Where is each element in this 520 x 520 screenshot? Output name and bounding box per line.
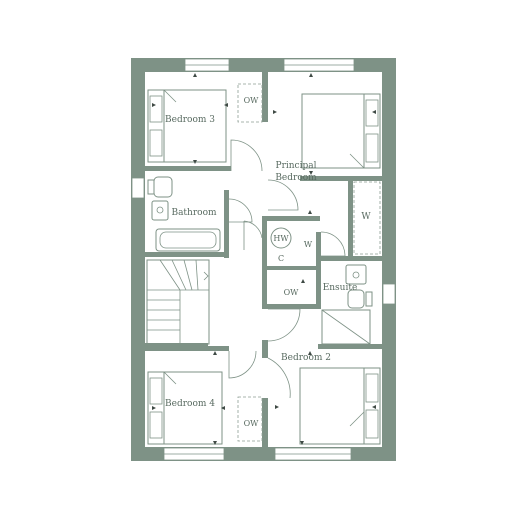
toilet-bathroom (153, 176, 173, 198)
basin-bathroom (151, 200, 169, 221)
toilet-ensuite (347, 289, 365, 309)
label-wardrobe-right: W (361, 212, 371, 222)
room-label-bedroom-2: Bedroom 2 (281, 353, 331, 363)
label-hw: HW (273, 234, 289, 243)
room-label-principal-line2: Bedroom (275, 173, 317, 183)
basin-ensuite (345, 264, 367, 285)
bed-bedroom-2 (299, 367, 381, 445)
ensuite-fixtures (321, 264, 373, 345)
bathroom-fixtures (147, 176, 221, 252)
shower (321, 309, 371, 345)
wardrobes (237, 83, 381, 442)
hot-water-cylinder (270, 227, 292, 249)
internal-walls (145, 72, 382, 447)
label-wardrobe-small: W (304, 240, 313, 249)
room-label-bedroom-3: Bedroom 3 (165, 115, 215, 125)
room-label-principal-line1: Principal (276, 161, 317, 171)
window-ensuite (382, 283, 396, 305)
bath (155, 228, 221, 252)
room-label-bathroom: Bathroom (171, 208, 217, 218)
room-label-ensuite: Ensuite (323, 283, 358, 293)
label-ow-top: OW (244, 96, 260, 105)
staircase (146, 259, 210, 345)
window-bathroom (131, 177, 145, 199)
bed-bedroom-3 (147, 89, 227, 163)
bed-principal (301, 93, 381, 169)
label-ow-bottom: OW (244, 419, 260, 428)
door-swings (228, 139, 346, 399)
socket-markers (152, 73, 376, 445)
label-cupboard: C (278, 254, 284, 263)
label-ow-mid: OW (284, 288, 300, 297)
windows (131, 58, 396, 461)
room-label-bedroom-4: Bedroom 4 (165, 399, 215, 409)
